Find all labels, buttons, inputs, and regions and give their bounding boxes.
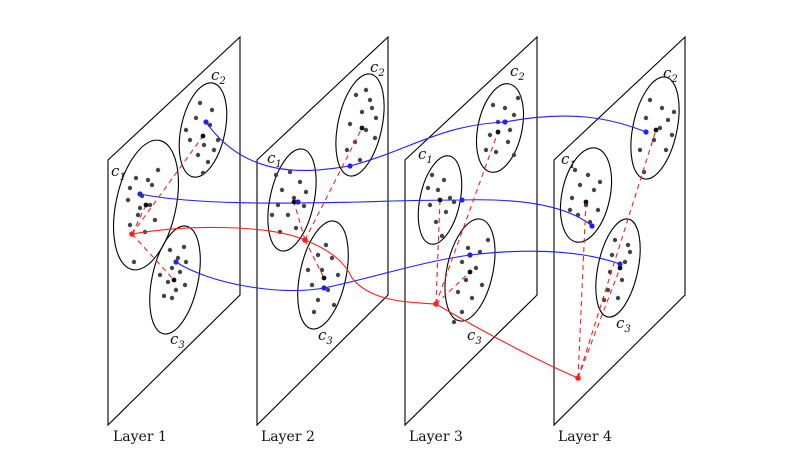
layer-1-c3-ellipse [149, 225, 201, 335]
layer-2-c3-label: c3 [318, 326, 333, 347]
cluster-points [125, 87, 677, 325]
c2-link-curve [205, 115, 647, 171]
layer-3-c2-label: c2 [510, 62, 525, 83]
layer-4-c3-label: c3 [616, 314, 631, 335]
layer-4-plane [553, 35, 686, 427]
c1-link-curve [139, 193, 593, 227]
layer-1-label: Layer 1 [113, 429, 167, 445]
cluster-link-curves [139, 115, 647, 292]
layer-3-plane [404, 35, 538, 427]
red-path [131, 226, 579, 379]
path-markers [129, 119, 659, 381]
layer-3-c2-ellipse [475, 83, 525, 173]
layer-4-c1-label: c1 [561, 150, 576, 171]
layer-2-c3-ellipse [297, 220, 349, 330]
layer-planes [107, 35, 686, 427]
layer-1-plane [107, 35, 241, 427]
cluster-ellipses [113, 73, 680, 335]
layer-4-c2-label: c2 [663, 64, 678, 85]
layer-1-c2-label: c2 [211, 66, 226, 87]
layer-3-c1-ellipse [417, 155, 463, 245]
layer-2-plane [256, 35, 389, 427]
layer-3-c3-label: c3 [467, 326, 482, 347]
layer-2-c2-ellipse [335, 73, 385, 177]
layer-2-label: Layer 2 [261, 429, 315, 445]
layer-3-c1-label: c1 [418, 145, 433, 166]
layer-4-c1-ellipse [559, 147, 613, 243]
layer-1-c2-ellipse [178, 82, 228, 178]
layer-2-c1-ellipse [267, 148, 317, 252]
red-path-curve [131, 226, 579, 379]
layer-2-c1-label: c1 [267, 149, 282, 170]
c3-link-curve [175, 250, 621, 292]
layer-2-c2-label: c2 [370, 58, 385, 79]
red-dashed-connectors [131, 127, 657, 379]
layer-4-c2-ellipse [630, 76, 680, 180]
layer-3-c3-ellipse [444, 218, 496, 322]
layer-labels: Layer 1 Layer 2 Layer 3 Layer 4 [113, 429, 612, 445]
layer-4-label: Layer 4 [558, 429, 612, 445]
layer-1-c1-label: c1 [111, 162, 126, 183]
layer-1-c1-ellipse [113, 139, 179, 271]
cluster-labels: c1 c2 c3 c1 c2 c3 c1 c2 c3 c1 c2 c3 [111, 58, 678, 351]
layer-3-label: Layer 3 [409, 429, 463, 445]
layer-1-c3-label: c3 [170, 330, 185, 351]
